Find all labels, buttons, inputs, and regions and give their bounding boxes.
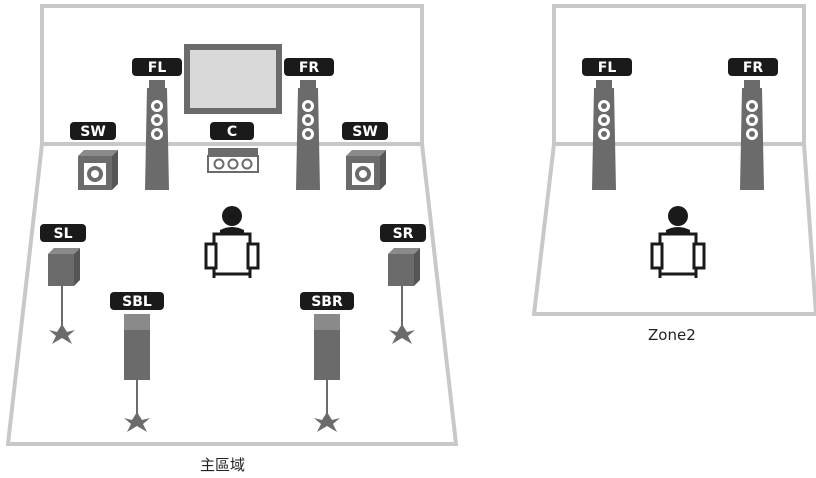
zone2-caption: Zone2 [648, 326, 696, 344]
zone2-back-wall [552, 4, 806, 144]
zone2-speaker-fr-label: FR [743, 60, 764, 76]
speaker-c: C [207, 122, 259, 173]
speaker-sl-label: SL [53, 226, 72, 242]
zone2-floor [531, 142, 816, 316]
speaker-sbl: SBL [110, 292, 164, 433]
speaker-fl: FL [132, 58, 182, 190]
speaker-sl-badge [40, 224, 86, 242]
zone2-speaker-fl-label: FL [598, 60, 617, 76]
tower-speaker-icon [592, 80, 616, 190]
main-room-back-wall [40, 4, 424, 144]
speaker-sbr-label: SBR [311, 294, 343, 310]
subwoofer-icon [78, 150, 118, 190]
tower-speaker-icon [740, 80, 764, 190]
speaker-sw-left-badge [70, 122, 116, 140]
speaker-sbl-label: SBL [122, 294, 152, 310]
main-room-caption: 主區域 [200, 456, 246, 474]
surround-back-speaker-icon [313, 313, 341, 433]
speaker-c-label: C [227, 124, 237, 140]
speaker-sbr-badge [300, 292, 354, 310]
speaker-sl: SL [40, 224, 86, 345]
zone2-room: FL FR [531, 4, 816, 316]
main-room: FL FR SW C SW [5, 4, 459, 446]
zone2-speaker-fl-badge [582, 58, 632, 76]
speaker-sw-left: SW [70, 122, 118, 190]
speaker-sw-left-label: SW [80, 124, 106, 140]
speaker-fr-badge [284, 58, 334, 76]
speaker-fl-label: FL [148, 60, 167, 76]
speaker-sw-right: SW [342, 122, 388, 190]
speaker-sbr: SBR [300, 292, 354, 433]
listener-chair-icon [650, 204, 706, 280]
listener-chair-icon [204, 204, 260, 280]
zone2-speaker-fr-badge [728, 58, 778, 76]
speaker-sr-label: SR [393, 226, 414, 242]
tower-speaker-icon [145, 80, 169, 190]
speaker-sr-badge [380, 224, 426, 242]
zone2-speaker-fr: FR [728, 58, 778, 190]
surround-speaker-icon [47, 247, 81, 345]
tv-icon [184, 44, 282, 114]
speaker-sw-right-badge [342, 122, 388, 140]
speaker-sw-right-label: SW [352, 124, 378, 140]
surround-back-speaker-icon [123, 313, 151, 433]
subwoofer-icon [346, 150, 386, 190]
speaker-c-badge [210, 122, 254, 140]
zone2-speaker-fl: FL [582, 58, 632, 190]
speaker-fl-badge [132, 58, 182, 76]
speaker-fr: FR [284, 58, 334, 190]
main-room-floor [5, 142, 459, 446]
tower-speaker-icon [296, 80, 320, 190]
speaker-sbl-badge [110, 292, 164, 310]
speaker-fr-label: FR [299, 60, 320, 76]
surround-speaker-icon [387, 247, 421, 345]
speaker-sr: SR [380, 224, 426, 345]
center-speaker-icon [207, 147, 259, 173]
